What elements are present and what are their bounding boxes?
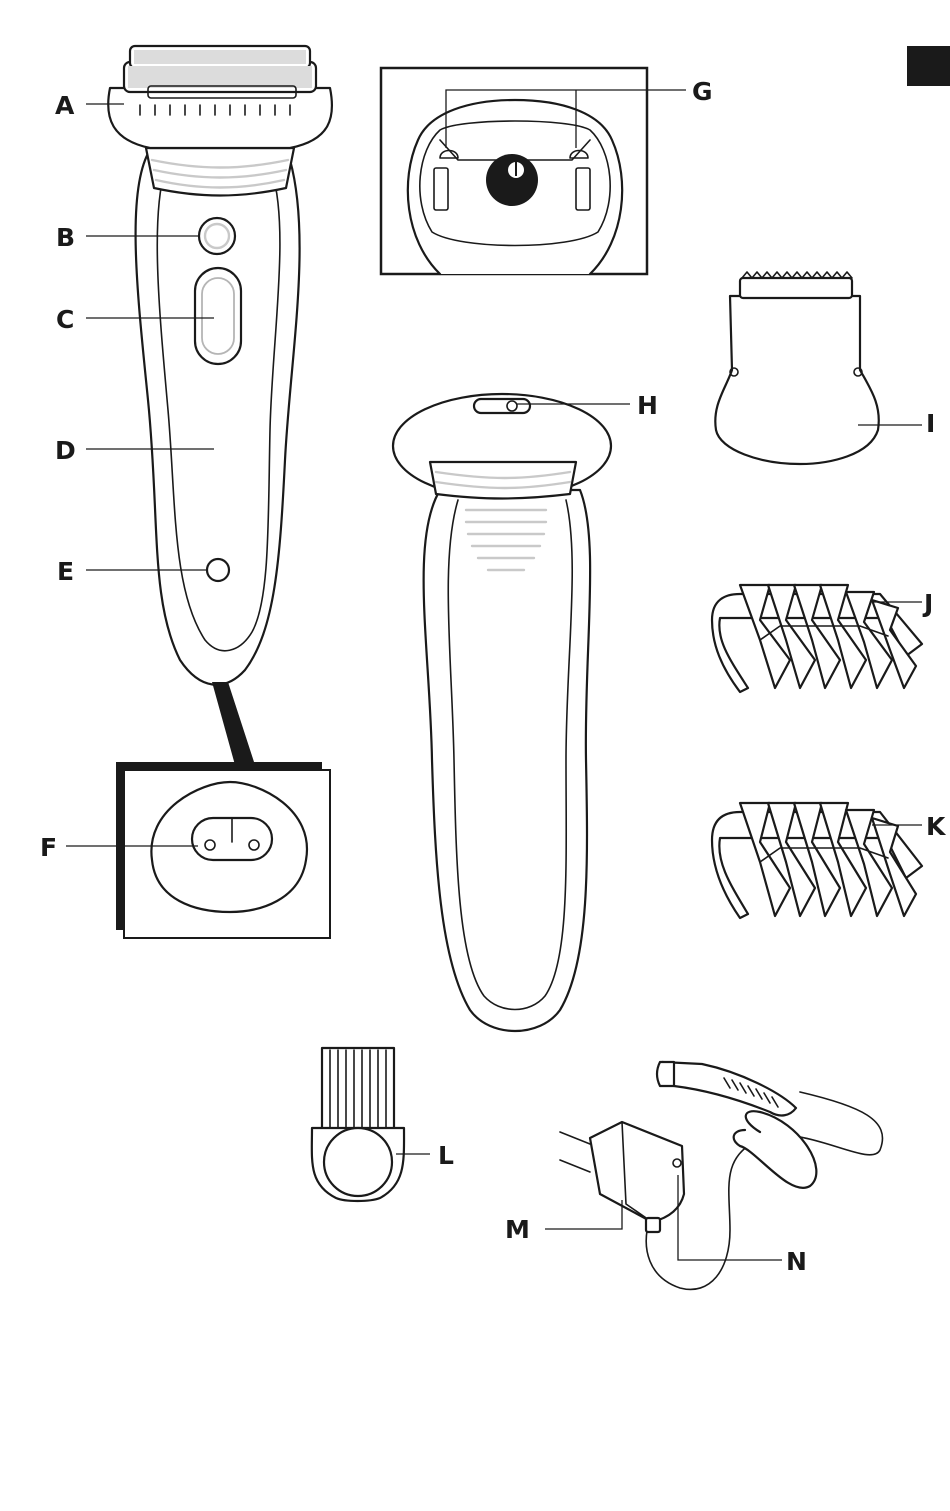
comb-attachment-k — [712, 803, 922, 918]
shaver-front-view — [108, 46, 332, 765]
trimmer-attachment — [715, 272, 878, 464]
label-m: M — [505, 1215, 530, 1244]
label-k: K — [926, 812, 947, 841]
label-f: F — [40, 833, 57, 862]
shaver-rear-view — [393, 394, 611, 1031]
cleaning-brush — [312, 1048, 404, 1201]
label-n: N — [786, 1247, 807, 1276]
label-l: L — [438, 1141, 454, 1170]
label-e: E — [57, 557, 74, 586]
label-j: J — [922, 589, 933, 618]
label-i: I — [926, 409, 935, 438]
black-square-icon — [907, 46, 950, 86]
label-b: B — [56, 223, 75, 252]
label-c: C — [56, 305, 74, 334]
label-h: H — [637, 391, 658, 420]
label-g: G — [692, 77, 713, 106]
label-a: A — [55, 91, 75, 120]
head-underside-detail — [381, 68, 647, 274]
adapter-and-cord — [560, 1062, 882, 1289]
socket-detail — [116, 762, 330, 938]
label-d: D — [55, 436, 76, 465]
comb-attachment-j — [712, 585, 922, 692]
